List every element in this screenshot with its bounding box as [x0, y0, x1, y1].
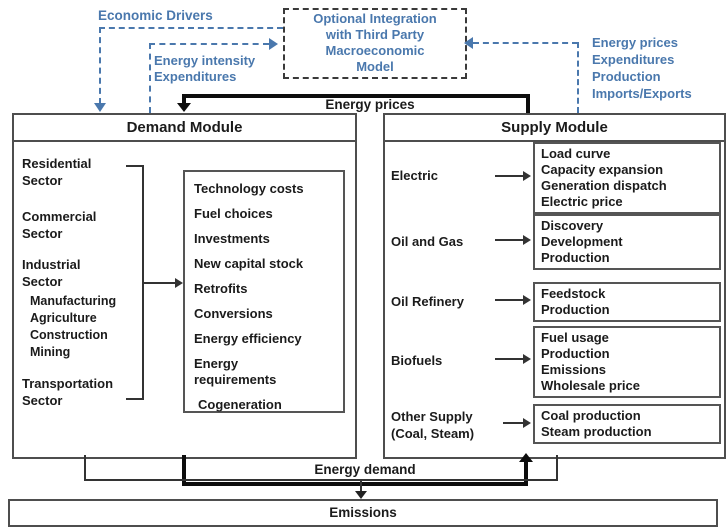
emissions-line-v-left	[84, 455, 86, 481]
emissions-box: Emissions	[8, 499, 718, 527]
supply-label-oil-gas: Oil and Gas	[391, 234, 464, 249]
energy-intensity-connector-v	[149, 43, 151, 113]
emissions-line-h	[84, 479, 558, 481]
sector-bracket-v	[142, 165, 144, 400]
energy-demand-line-h	[182, 482, 528, 486]
arrow-right-icon	[523, 171, 531, 181]
sector-arrow-shaft	[144, 282, 175, 284]
energy-prices-line-v-right	[526, 94, 530, 113]
arrow-down-icon	[355, 491, 367, 499]
demand-process-box: Technology costs Fuel choices Investment…	[183, 170, 345, 413]
process-item: New capital stock	[194, 256, 304, 271]
arrow-right-icon	[523, 418, 531, 428]
sector-residential: Residential Sector	[22, 156, 92, 188]
economic-drivers-connector-h	[99, 27, 283, 29]
subsector-construction: Construction	[30, 328, 108, 342]
supply-arrow-shaft	[495, 175, 523, 177]
sector-bracket-stub-bottom	[126, 398, 144, 400]
subsector-manufacturing: Manufacturing	[30, 294, 117, 308]
emissions-arrow-shaft	[360, 481, 362, 492]
process-item: Energy requirements	[194, 356, 277, 387]
supply-label-biofuels: Biofuels	[391, 353, 443, 368]
arrow-right-icon	[523, 354, 531, 364]
energy-prices-label: Energy prices	[325, 97, 415, 112]
supply-feedback-connector-h	[473, 42, 578, 44]
energy-prices-line-v-left	[182, 94, 186, 104]
arrow-up-icon	[519, 453, 533, 462]
supply-arrow-shaft	[495, 358, 523, 360]
supply-box-other-supply: Coal production Steam production	[533, 404, 721, 444]
arrow-right-icon	[175, 278, 183, 288]
supply-arrow-shaft	[495, 299, 523, 301]
arrow-right-icon	[523, 235, 531, 245]
energy-demand-line-v-left	[182, 455, 186, 486]
process-item: Investments	[194, 231, 270, 246]
supply-arrow-shaft	[503, 422, 523, 424]
sector-commercial: Commercial Sector	[22, 209, 97, 241]
arrow-right-icon	[523, 295, 531, 305]
supply-box-oil-refinery: Feedstock Production	[533, 282, 721, 322]
subsector-mining: Mining	[30, 345, 71, 359]
process-item: Cogeneration	[198, 397, 282, 412]
supply-feedback-label: Energy prices Expenditures Production Im…	[592, 35, 692, 101]
supply-label-oil-refinery: Oil Refinery	[391, 294, 464, 309]
demand-module-title: Demand Module	[14, 115, 355, 142]
supply-label-other-supply: Other Supply (Coal, Steam)	[391, 409, 475, 441]
supply-feedback-connector-v	[577, 42, 579, 113]
process-item: Technology costs	[194, 181, 304, 196]
supply-box-biofuels: Fuel usage Production Emissions Wholesal…	[533, 326, 721, 398]
supply-module-title: Supply Module	[385, 115, 724, 142]
process-item: Energy efficiency	[194, 331, 302, 346]
economic-drivers-label: Economic Drivers	[98, 8, 213, 23]
arrow-down-icon	[94, 103, 106, 112]
process-item: Conversions	[194, 306, 273, 321]
energy-demand-line-v-right	[524, 461, 528, 486]
sector-transportation: Transportation Sector	[22, 376, 114, 408]
supply-box-oil-gas: Discovery Development Production	[533, 214, 721, 270]
energy-intensity-connector-h	[149, 43, 269, 45]
energy-prices-line-h	[182, 94, 530, 98]
emissions-line-v-right	[556, 455, 558, 481]
subsector-agriculture: Agriculture	[30, 311, 97, 325]
supply-arrow-shaft	[495, 239, 523, 241]
supply-label-electric: Electric	[391, 168, 438, 183]
process-item: Fuel choices	[194, 206, 273, 221]
arrow-right-icon	[269, 38, 278, 50]
energy-intensity-label: Energy intensity Expenditures	[154, 53, 256, 84]
economic-drivers-connector-v	[99, 27, 101, 104]
macroeconomic-model-box: Optional Integration with Third Party Ma…	[283, 8, 467, 79]
supply-box-electric: Load curve Capacity expansion Generation…	[533, 142, 721, 214]
process-item: Retrofits	[194, 281, 248, 296]
arrow-left-icon	[464, 37, 473, 49]
energy-demand-label: Energy demand	[314, 462, 416, 477]
sector-bracket-stub-top	[126, 165, 142, 167]
sector-industrial: Industrial Sector	[22, 257, 81, 289]
arrow-down-icon	[177, 103, 191, 112]
